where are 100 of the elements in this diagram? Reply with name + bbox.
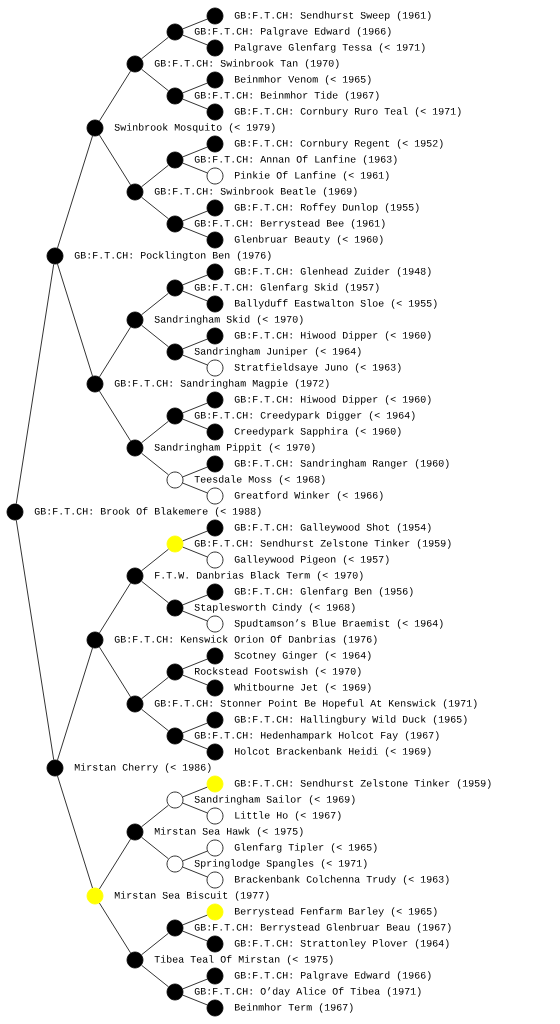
connector-line [141, 708, 169, 732]
name-label: GB:F.T.CH: Sendhurst Zelstone Tinker (1959) [234, 779, 491, 789]
connector-line [182, 594, 208, 606]
connector-line [182, 98, 208, 110]
connector-line [182, 674, 208, 686]
name-label: GB:F.T.CH: Cornbury Ruro Teal (< 1971) [234, 107, 461, 117]
connector-line [182, 290, 208, 302]
connector-line [141, 836, 169, 860]
connector-line [182, 802, 208, 814]
connector-line [141, 292, 169, 316]
connector-line [141, 548, 169, 572]
connector-line [141, 196, 169, 220]
connector-line [99, 134, 131, 186]
connector-line [57, 647, 93, 761]
name-label: Ballyduff Eastwalton Sloe (< 1955) [235, 299, 437, 309]
connector-line [57, 263, 93, 377]
name-label: GB:F.T.CH: Glenfarg Skid (1957) [194, 283, 379, 293]
connector-line [182, 738, 208, 750]
name-label: GB:F.T.CH: Stonner Point Be Hopeful At Kenswick (1971) [154, 699, 477, 709]
name-label: GB:F.T.CH: Beinmhor Tide (1967) [194, 91, 379, 101]
name-label: Pinkie Of Lanfine (< 1961) [235, 171, 389, 181]
name-label: GB:F.T.CH: Palgrave Edward (1966) [234, 971, 431, 981]
connector-line [141, 804, 169, 828]
name-label: Spudtamson’s Blue Braemist (< 1964) [234, 619, 443, 629]
name-label: Mirstan Sea Hawk (< 1975) [154, 827, 303, 837]
name-label: GB:F.T.CH: Berrystead Bee (1961) [194, 219, 385, 229]
connector-line [141, 676, 169, 700]
connector-line [99, 838, 131, 890]
name-label: Sandringham Skid (< 1970) [154, 315, 303, 325]
name-label: Brackenbank Colchenna Trudy (< 1963) [235, 875, 449, 885]
name-label: GB:F.T.CH: Swinbrook Beatle (1969) [154, 187, 357, 197]
name-label: Staplesworth Cindy (< 1968) [194, 603, 355, 613]
connector-line [182, 914, 208, 926]
name-label: GB:F.T.CH: Sandringham Ranger (1960) [234, 459, 449, 469]
name-label: Sandringham Juniper (< 1964) [194, 347, 361, 357]
name-label: Mirstan Sea Biscuit (1977) [114, 891, 269, 901]
connector-line [99, 326, 131, 378]
name-label: GB:F.T.CH: Brook Of Blakemere (< 1988) [34, 507, 261, 517]
connector-line [99, 646, 131, 698]
name-label: GB:F.T.CH: Hallingbury Wild Duck (1965) [234, 715, 467, 725]
connector-line [182, 402, 208, 414]
connector-line [141, 964, 169, 988]
connector-line [182, 610, 208, 622]
connector-line [141, 164, 169, 188]
name-label: GB:F.T.CH: Palgrave Edward (1966) [194, 27, 391, 37]
connector-line [182, 530, 208, 542]
name-label: Berrystead Fenfarm Barley (< 1965) [235, 907, 437, 917]
name-label: GB:F.T.CH: O’day Alice Of Tibea (1971) [194, 987, 421, 997]
name-label: Rockstead Footswish (< 1970) [195, 667, 361, 677]
name-label: GB:F.T.CH: Swinbrook Tan (1970) [154, 59, 339, 69]
connector-line [182, 82, 208, 94]
connector-line [141, 932, 169, 956]
connector-line [182, 226, 208, 238]
name-label: Greatford Winker (< 1966) [234, 491, 383, 501]
connector-line [182, 34, 208, 46]
connector-line [182, 866, 208, 878]
name-label: GB:F.T.CH: Sendhurst Sweep (1961) [234, 11, 431, 21]
name-label: Scotney Ginger (< 1964) [234, 651, 371, 661]
connector-line [182, 338, 208, 350]
connector-line [182, 546, 208, 558]
connector-line [182, 658, 208, 670]
name-label: Beinmhor Term (1967) [235, 1003, 353, 1013]
connector-line [182, 722, 208, 734]
name-label: GB:F.T.CH: Galleywood Shot (1954) [234, 523, 431, 533]
connector-line [141, 580, 169, 604]
connector-line [182, 18, 208, 30]
connector-line [57, 775, 93, 889]
name-label: GB:F.T.CH: Pocklington Ben (1976) [74, 251, 271, 261]
name-label: GB:F.T.CH: Cornbury Regent (< 1952) [234, 139, 443, 149]
name-label: Mirstan Cherry (< 1986) [74, 763, 211, 773]
name-label: GB:F.T.CH: Hiwood Dipper (< 1960) [234, 331, 431, 341]
name-label: GB:F.T.CH: Roffey Dunlop (1955) [234, 203, 419, 213]
connector-line [182, 466, 208, 478]
connector-line [182, 354, 208, 366]
connector-line [182, 146, 208, 158]
name-label: GB:F.T.CH: Berrystead Glenbruar Beau (1967) [194, 923, 451, 933]
name-label: Sandringham Pippit (< 1970) [154, 443, 315, 453]
connector-line [141, 420, 169, 444]
name-label: GB:F.T.CH: Hedenhampark Holcot Fay (1967) [194, 731, 439, 741]
connector-line [182, 786, 208, 798]
name-label: GB:F.T.CH: Sendhurst Zelstone Tinker (1959) [194, 539, 451, 549]
name-label: Creedypark Sapphira (< 1960) [234, 427, 401, 437]
name-label: Whitbourne Jet (< 1969) [234, 683, 371, 693]
connector-line [182, 850, 208, 862]
name-label: Palgrave Glenfarg Tessa (< 1971) [235, 43, 425, 53]
connector-line [182, 210, 208, 222]
connector-line [57, 135, 93, 249]
connector-line [182, 978, 208, 990]
connector-line [99, 902, 131, 954]
connector-line [99, 390, 131, 442]
name-label: Little Ho (< 1967) [235, 811, 341, 821]
name-label: Galleywood Pigeon (< 1957) [234, 555, 389, 565]
connector-line [141, 36, 169, 60]
connector-line [141, 68, 169, 92]
name-label: Holcot Brackenbank Heidi (< 1969) [235, 747, 431, 757]
connector-line [99, 582, 131, 634]
connector-line [15, 263, 55, 505]
connector-line [15, 519, 55, 761]
name-label: GB:F.T.CH: Annan Of Lanfine (1963) [194, 155, 397, 165]
connector-line [182, 418, 208, 430]
